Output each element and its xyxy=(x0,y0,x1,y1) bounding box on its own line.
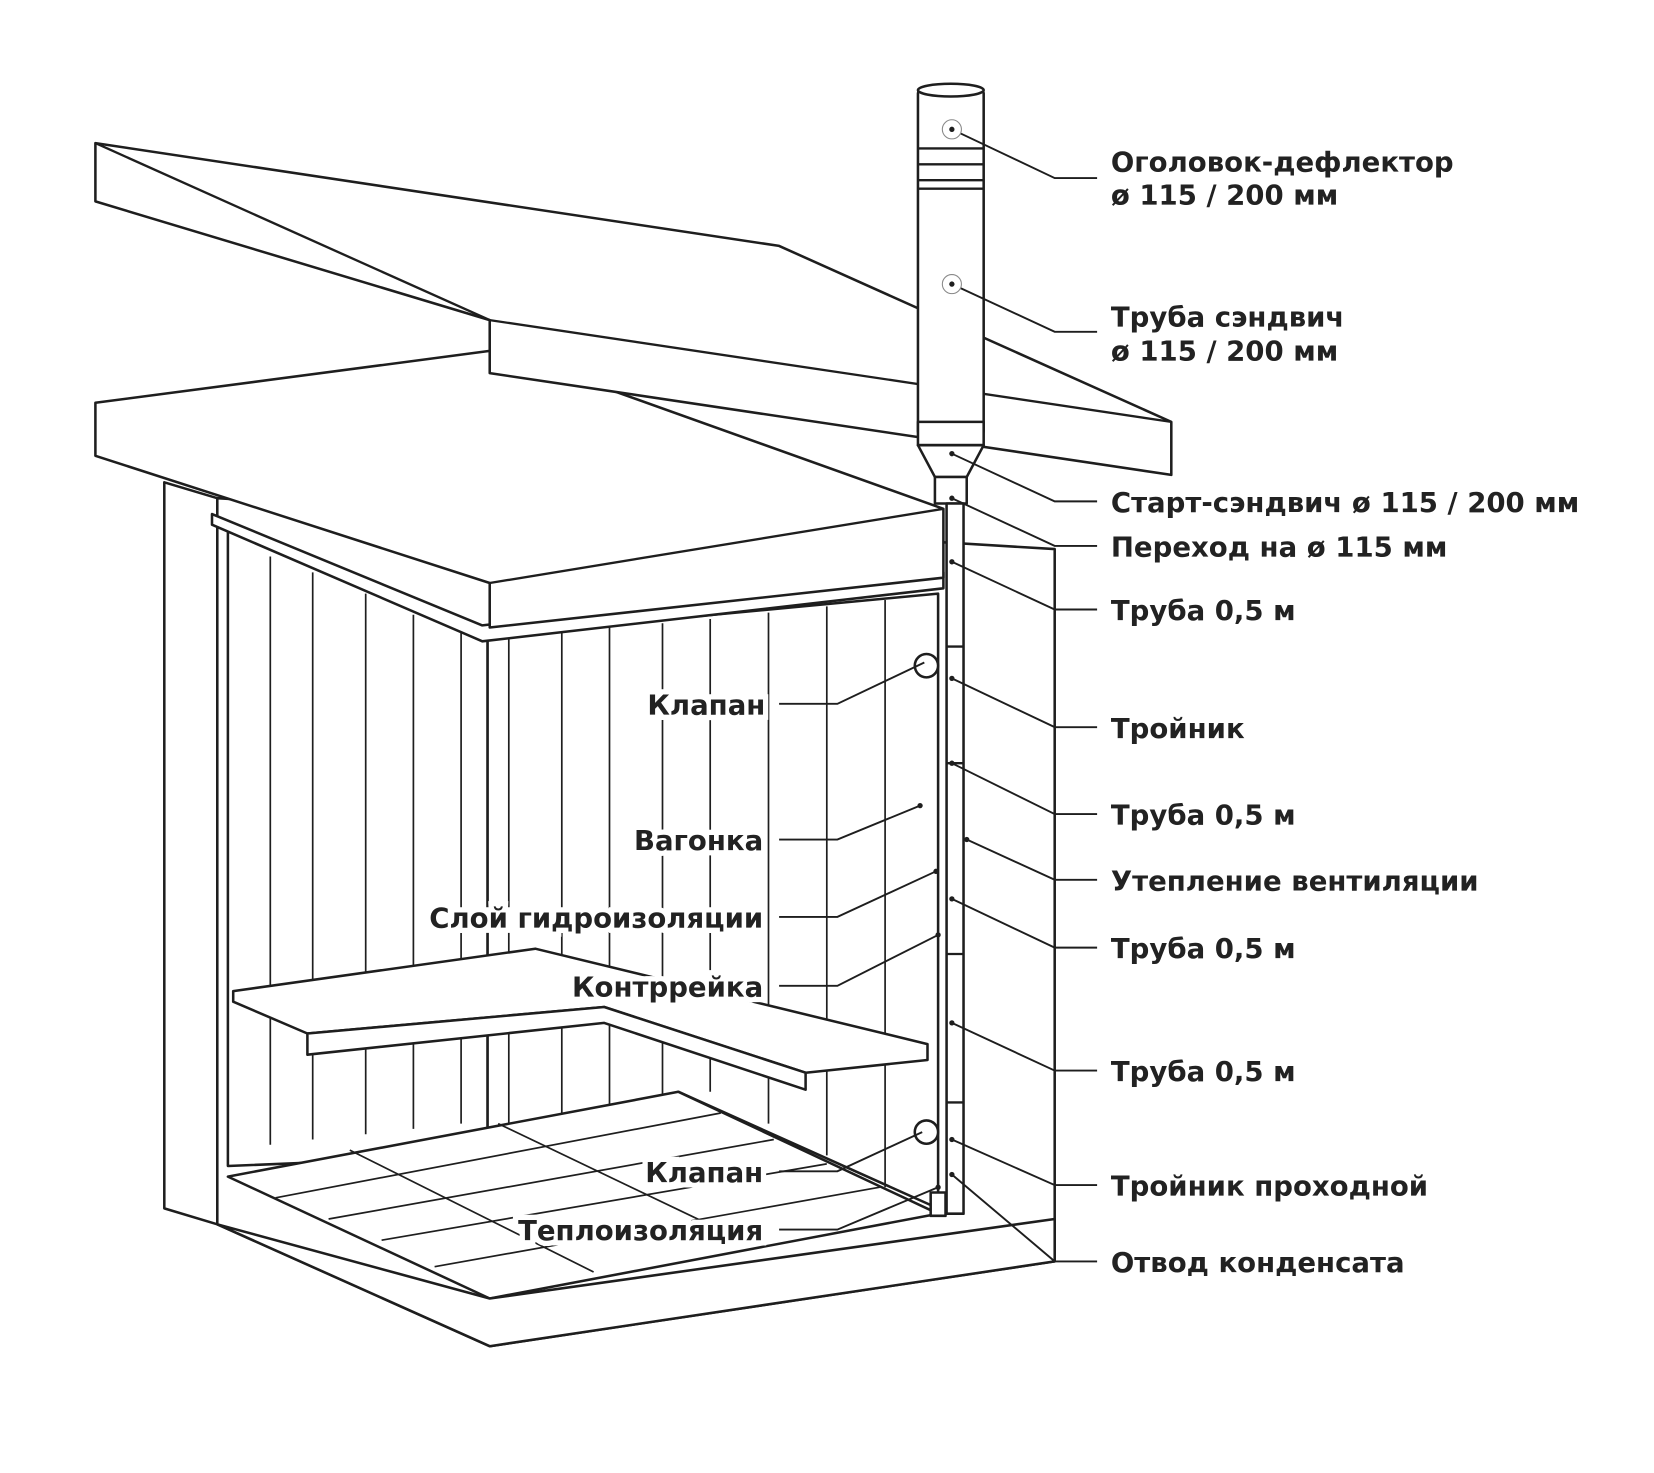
label-pass-tee: Тройник проходной xyxy=(1111,1171,1428,1203)
roof xyxy=(94,141,1173,629)
label-deflector-size: ø 115 / 200 мм xyxy=(1111,180,1338,212)
label-thermal-insulation: Теплоизоляция xyxy=(518,1215,763,1247)
label-pipe-4: Труба 0,5 м xyxy=(1111,1056,1296,1088)
label-lining: Вагонка xyxy=(634,825,763,857)
sauna-building xyxy=(163,481,1056,1348)
label-counter-batten: Контррейка xyxy=(572,971,763,1003)
label-deflector: Оголовок-дефлектор xyxy=(1111,147,1454,179)
label-pipe-2: Труба 0,5 м xyxy=(1111,800,1296,832)
label-tee: Тройник xyxy=(1111,713,1245,745)
label-start-sandwich: Старт-сэндвич ø 115 / 200 мм xyxy=(1111,487,1579,519)
left-labels: Клапан Вагонка Слой гидроизоляции Контрр… xyxy=(424,684,771,1252)
label-valve-lower: Клапан xyxy=(645,1157,763,1189)
label-condensate-drain: Отвод конденсата xyxy=(1111,1247,1405,1279)
label-sandwich-pipe: Труба сэндвич xyxy=(1111,301,1344,333)
valve-lower-icon xyxy=(913,1119,940,1146)
label-adapter: Переход на ø 115 мм xyxy=(1111,532,1448,564)
valve-upper-icon xyxy=(913,652,940,679)
leader-lines xyxy=(779,128,1098,1263)
callout-markers xyxy=(917,119,970,1190)
right-labels: Оголовок-дефлектор ø 115 / 200 мм Труба … xyxy=(1111,147,1579,1279)
chimney-pipe xyxy=(913,82,985,1218)
label-waterproofing: Слой гидроизоляции xyxy=(429,902,763,934)
label-pipe-3: Труба 0,5 м xyxy=(1111,933,1296,965)
label-sandwich-pipe-size: ø 115 / 200 мм xyxy=(1111,335,1338,367)
label-valve-upper: Клапан xyxy=(647,689,765,721)
label-vent-insulation: Утепление вентиляции xyxy=(1111,865,1479,897)
label-pipe-1: Труба 0,5 м xyxy=(1111,595,1296,627)
